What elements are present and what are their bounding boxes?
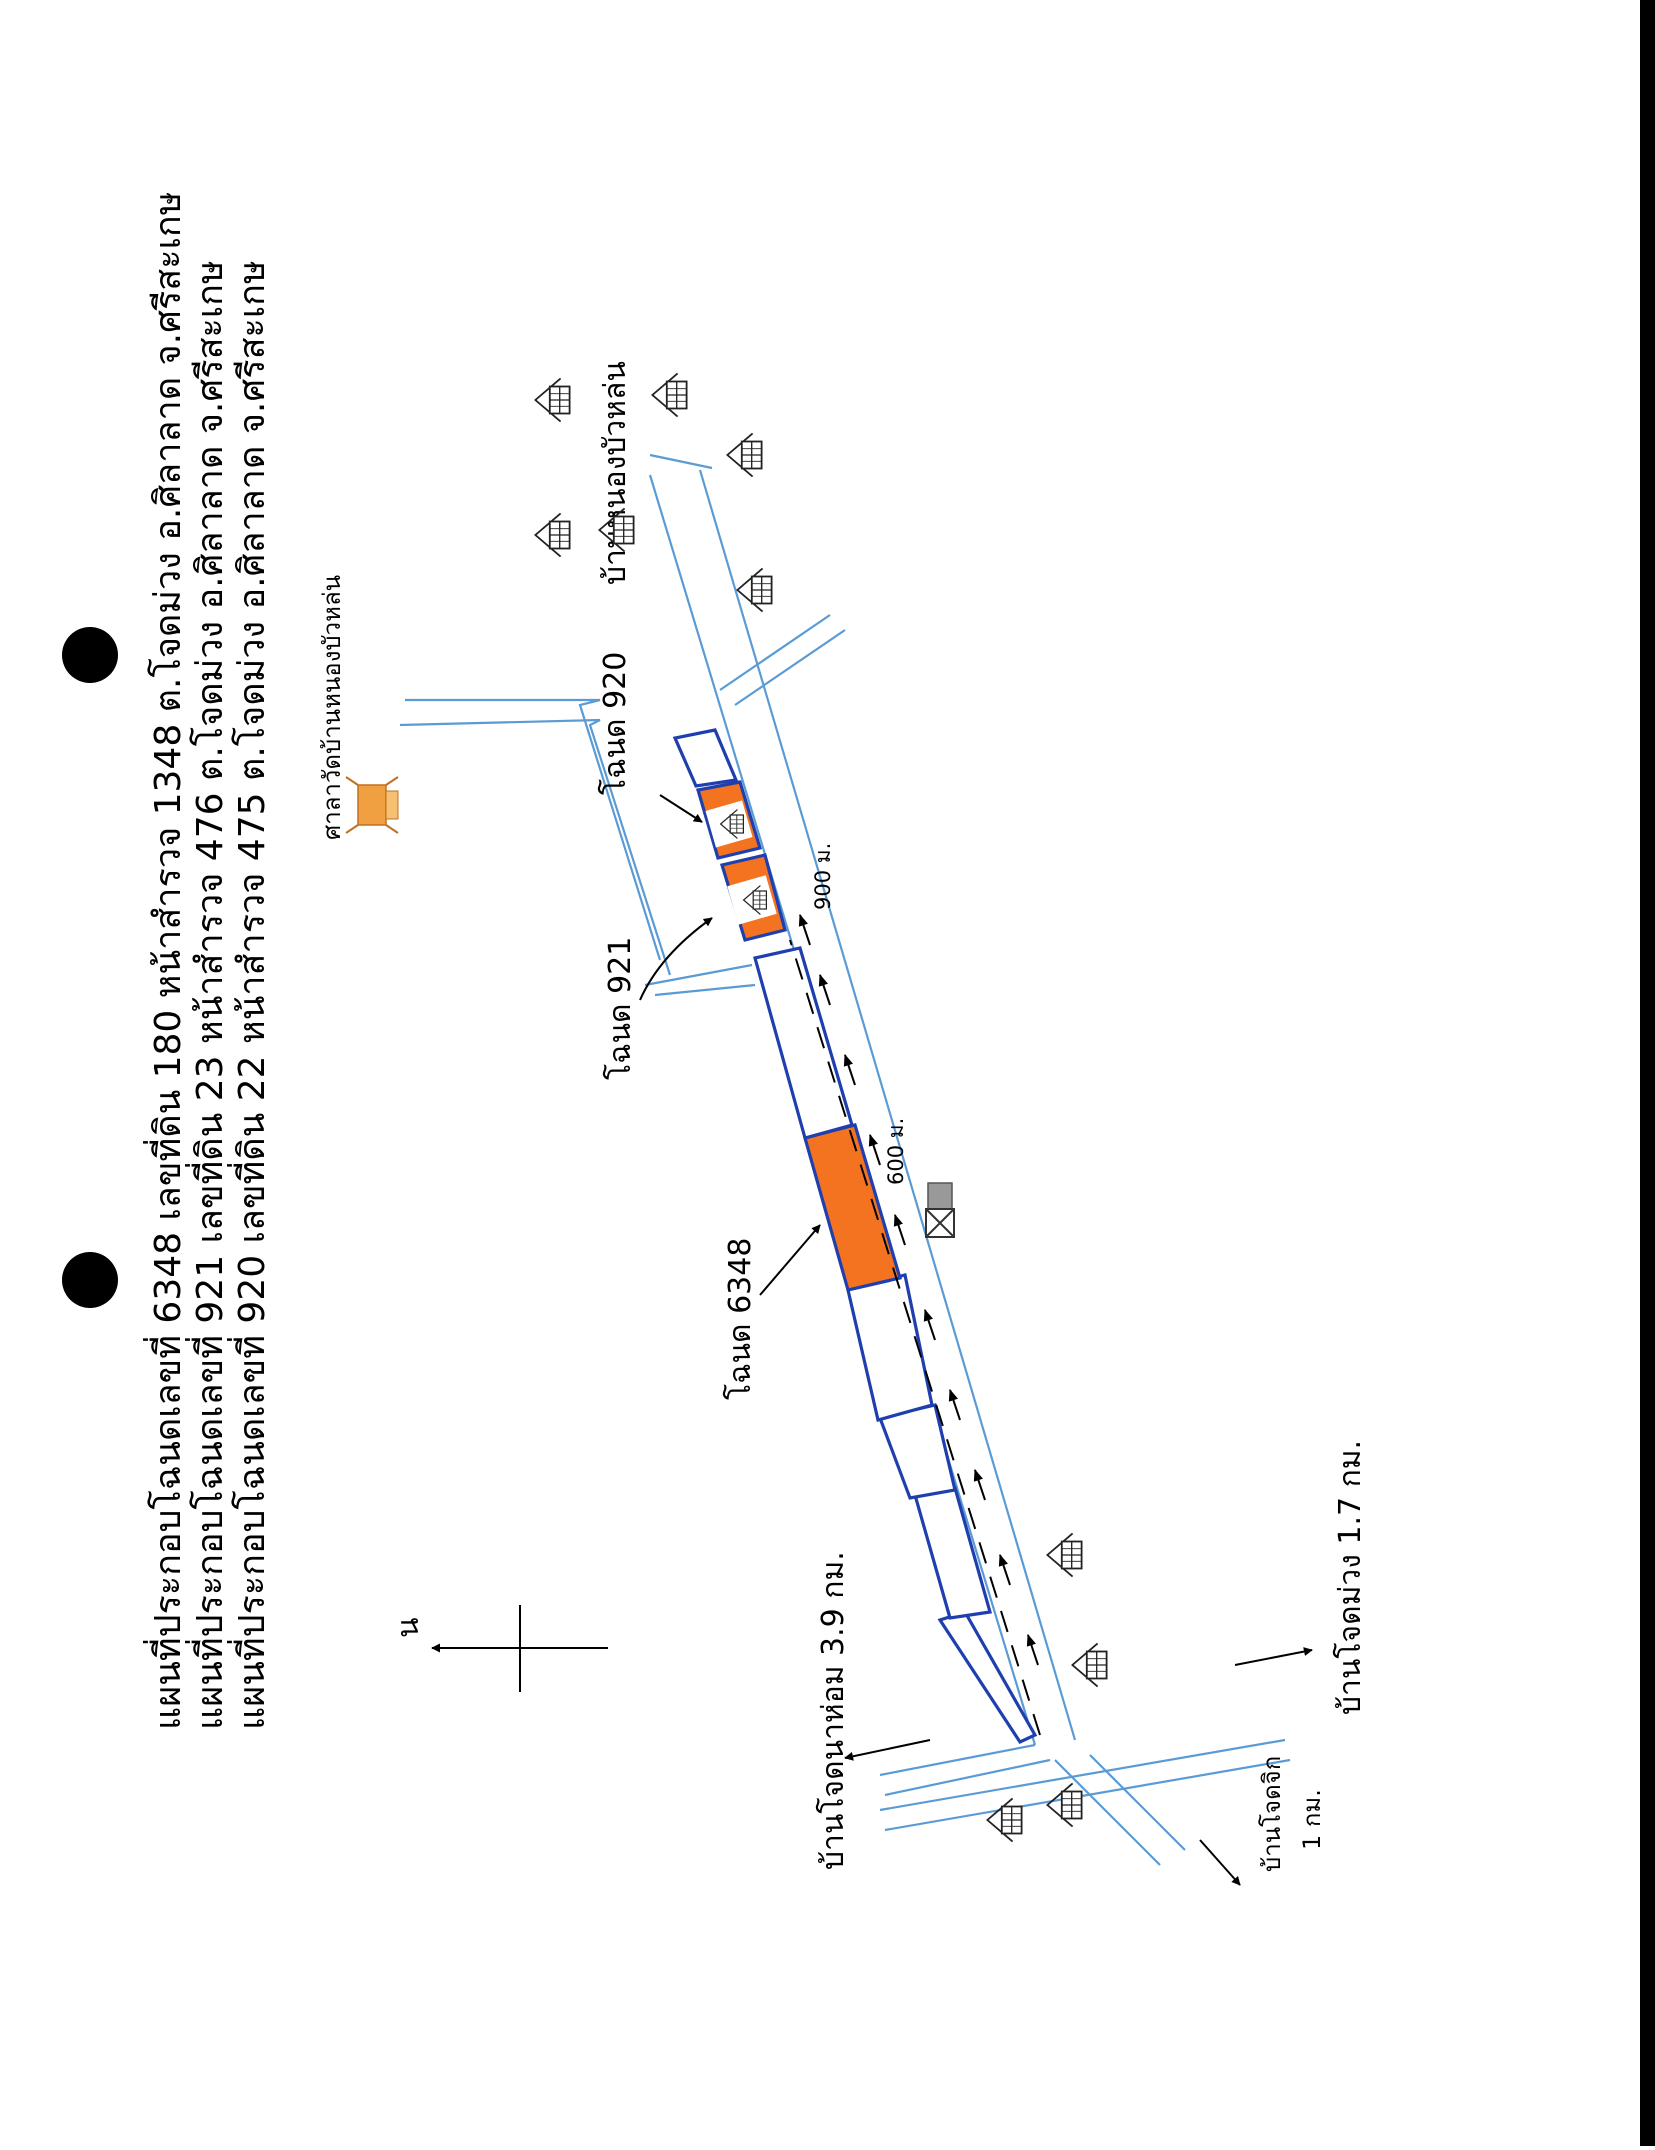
house-icon (651, 372, 688, 418)
house-icon (534, 377, 571, 423)
house-icon (1046, 1782, 1083, 1828)
temple-icon (345, 776, 399, 834)
title-line-3: แผนที่ประกอบโฉนดเลขที่ 920 เลขที่ดิน 22 … (227, 260, 273, 1730)
roads (399, 453, 1291, 1866)
north-arrow-icon (431, 1605, 608, 1692)
title-line-2: แผนที่ประกอบโฉนดเลขที่ 921 เลขที่ดิน 23 … (185, 260, 231, 1730)
north-label: น (391, 1617, 426, 1638)
house-icon (534, 512, 571, 558)
water-tower-icon (925, 1182, 955, 1238)
dest-jot-muang: บ้านโจดม่วง 1.7 กม. (1332, 1440, 1368, 1715)
house-icon (726, 432, 763, 478)
page-edge (1640, 0, 1655, 2146)
route-line (789, 939, 1041, 1736)
village-label: บ้านหนองบัวหล่น (598, 361, 633, 585)
plot-label-6348: โฉนด 6348 (722, 1238, 758, 1400)
house-icon (1071, 1642, 1108, 1688)
dest-jot-jik-line1: บ้านโจดจิก (1258, 1756, 1286, 1872)
house-icon (986, 1797, 1023, 1843)
dest-jot-jik-line2: 1 กม. (1298, 1789, 1326, 1850)
plot-label-920: โฉนด 920 (597, 652, 633, 795)
house-icon (1046, 1532, 1083, 1578)
punch-hole (62, 1252, 118, 1308)
plot-label-921: โฉนด 921 (602, 937, 638, 1080)
temple-label: ศาลาวัดบ้านหนองบัวหล่น (318, 575, 346, 840)
plot-6348 (803, 1123, 903, 1292)
house-icon (736, 567, 773, 613)
distance-600: 600 ม. (884, 1118, 908, 1185)
distance-900: 900 ม. (811, 843, 835, 910)
route-arrows (798, 913, 1039, 1666)
dest-jot-na-hom: บ้านโจดนาห่อม 3.9 กม. (815, 1551, 851, 1870)
title-line-1: แผนที่ประกอบโฉนดเลขที่ 6348 เลขที่ดิน 18… (143, 192, 189, 1730)
plots (672, 728, 1038, 1745)
punch-hole (62, 627, 118, 683)
